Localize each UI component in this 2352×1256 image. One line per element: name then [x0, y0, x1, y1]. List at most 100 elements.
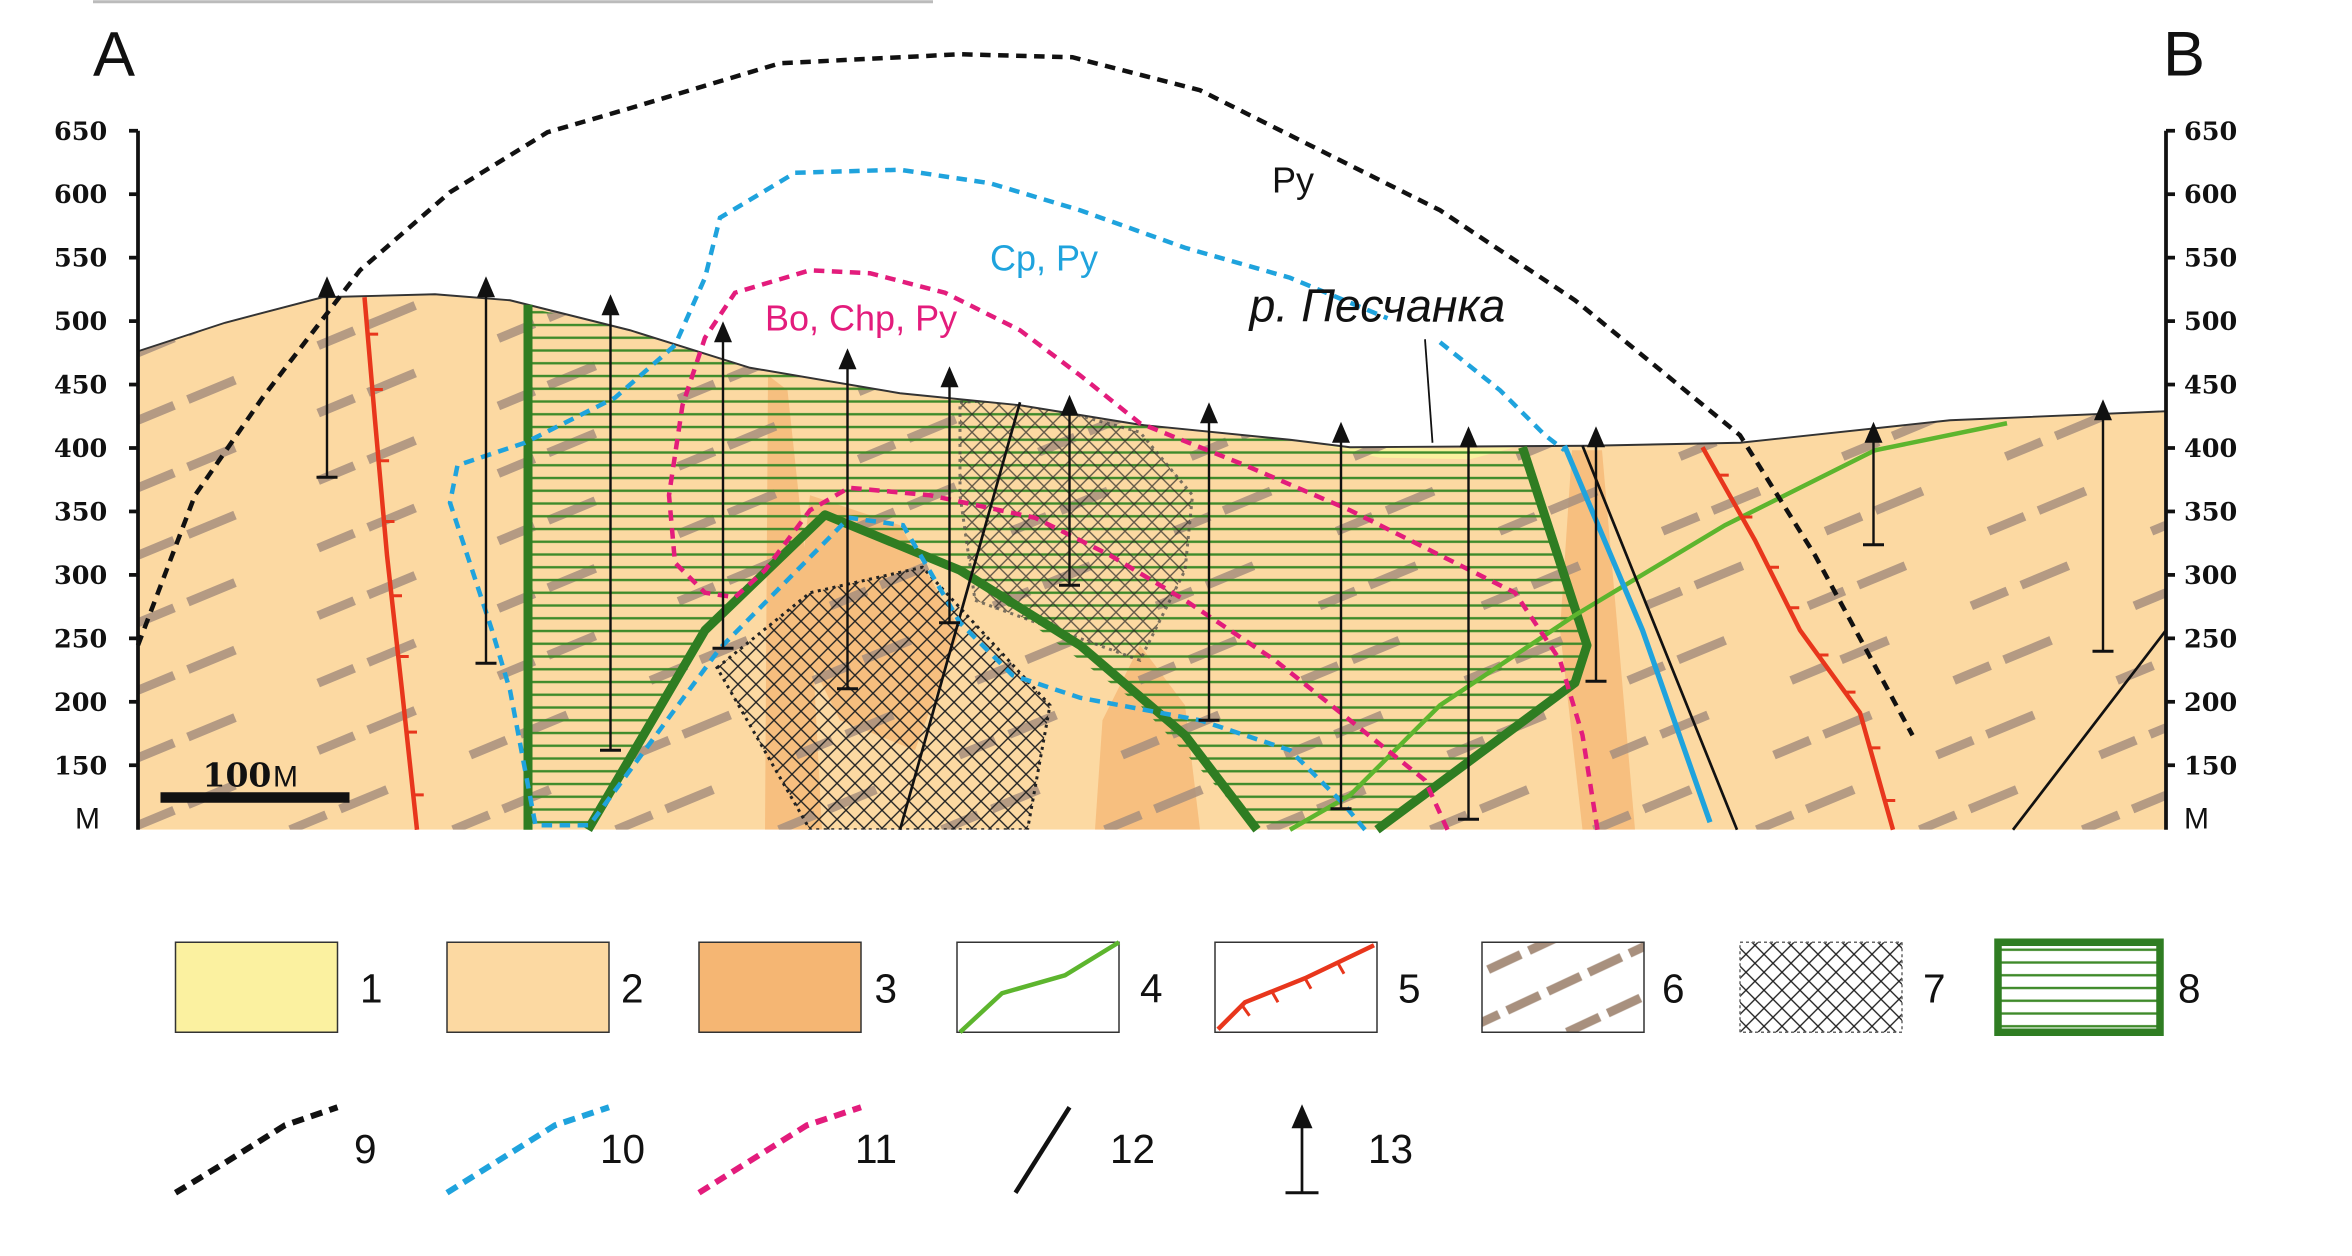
- borehole: [600, 294, 621, 752]
- stripe-band: [138, 294, 629, 492]
- borehole: [1863, 421, 1884, 547]
- legend-swatch-6: [1481, 941, 1645, 1033]
- thrust-faults: [362, 297, 1896, 831]
- axis-unit-right: М: [2184, 802, 2209, 835]
- thrust-fault-line: [362, 297, 420, 830]
- tick-label-right: 650: [2184, 117, 2237, 147]
- borehole-arrow-icon: [1864, 421, 1883, 443]
- tick-label-left: 500: [54, 307, 107, 337]
- legend-number: 1: [360, 965, 383, 1011]
- geology-body: [138, 294, 2166, 830]
- stripe-band: [1755, 656, 2166, 830]
- axis-unit-left: М: [75, 802, 100, 835]
- section-end-label: B: [2163, 19, 2205, 89]
- tick-label-right: 200: [2184, 688, 2237, 718]
- tick-label-left: 150: [54, 751, 107, 781]
- borehole: [1198, 402, 1220, 722]
- tick-label-right: 250: [2184, 624, 2237, 654]
- scale-bar-value: 100: [203, 755, 272, 794]
- boreholes: [316, 276, 2114, 821]
- legend-swatch-9: [173, 1104, 339, 1196]
- borehole-arrow-icon: [2094, 399, 2112, 421]
- legend-number: 9: [354, 1126, 377, 1172]
- tick-label-right: 550: [2184, 244, 2237, 274]
- borehole: [475, 276, 497, 665]
- borehole-arrow-icon: [1587, 426, 1605, 448]
- faults-12: [898, 401, 2168, 831]
- legend-swatch-1: [174, 941, 339, 1033]
- ground-surface: [137, 293, 2167, 449]
- borehole-arrow-icon: [1200, 402, 1218, 424]
- stripe-band: [1592, 588, 2166, 830]
- stripe-band: [138, 294, 466, 425]
- tick-label-left: 250: [54, 624, 107, 654]
- legend-swatch-3: [698, 941, 862, 1033]
- legend-swatch-7: [1739, 941, 1903, 1033]
- borehole: [1585, 426, 1607, 683]
- tick-label-right: 150: [2184, 751, 2237, 781]
- borehole: [2092, 399, 2114, 653]
- borehole: [837, 348, 858, 691]
- tick-label-right: 450: [2184, 371, 2237, 401]
- green-line: [1288, 421, 2008, 832]
- crosshatch-zone-lower: [715, 565, 1052, 830]
- borehole-arrow-icon: [940, 366, 959, 388]
- stripe-band: [2080, 791, 2166, 830]
- cp-contour: [447, 167, 1389, 832]
- stripe-band: [1266, 453, 2166, 830]
- borehole: [1330, 421, 1352, 811]
- borehole-arrow-icon: [601, 294, 620, 316]
- tick-label-left: 300: [54, 561, 107, 591]
- label-cp-py: Cp, Py: [990, 237, 1098, 278]
- borehole: [316, 276, 338, 479]
- legend-number: 3: [875, 965, 898, 1011]
- legend-number: 4: [1140, 965, 1163, 1011]
- tick-label-left: 450: [54, 371, 107, 401]
- legend-number: 10: [600, 1126, 645, 1172]
- tick-label-left: 650: [54, 117, 107, 147]
- tick-label-right: 300: [2184, 561, 2237, 591]
- legend-number: 12: [1110, 1126, 1155, 1172]
- legend-swatch-12: [1013, 1106, 1072, 1194]
- blue-solid-line: [1562, 444, 1713, 824]
- legend-number: 2: [621, 965, 644, 1011]
- borehole: [1059, 394, 1080, 587]
- crosshatch-zone-upper: [958, 397, 1195, 663]
- legend-swatch-5: [1214, 941, 1378, 1033]
- legend-number: 7: [1923, 965, 1946, 1011]
- legend-swatch-11: [697, 1104, 862, 1196]
- borehole-arrow-icon: [838, 348, 857, 370]
- tick-label-left: 350: [54, 497, 107, 527]
- bo-contour: [666, 267, 1600, 831]
- label-py: Py: [1272, 159, 1314, 200]
- scale-bar: [160, 792, 350, 803]
- borehole-arrow-icon: [477, 276, 495, 298]
- borehole-arrow-icon: [1459, 426, 1478, 448]
- borehole: [939, 366, 960, 625]
- legend-number: 6: [1662, 965, 1685, 1011]
- legend-swatch-8: [1994, 938, 2164, 1036]
- legend-swatch-4: [956, 940, 1121, 1034]
- legend-swatch-2: [446, 941, 610, 1033]
- borehole-arrow-icon: [1332, 421, 1350, 443]
- borehole-arrow-icon: [1060, 394, 1079, 416]
- legend-swatch-10: [445, 1104, 610, 1196]
- tick-label-left: 550: [54, 244, 107, 274]
- legend-swatch-13: [1285, 1104, 1319, 1195]
- tick-label-right: 600: [2184, 180, 2237, 210]
- legend-number: 5: [1398, 965, 1421, 1011]
- scale-bar-unit: М: [273, 760, 298, 793]
- legend-number: 8: [2178, 965, 2201, 1011]
- tick-label-left: 200: [54, 688, 107, 718]
- river-leader-line: [1424, 339, 1434, 443]
- ore-zone-outline: [523, 304, 1592, 834]
- borehole: [1458, 426, 1479, 821]
- tick-label-right: 500: [2184, 307, 2237, 337]
- label-river: р. Песчанка: [1248, 279, 1506, 331]
- tick-label-left: 400: [54, 434, 107, 464]
- legend-number: 11: [855, 1126, 897, 1172]
- tick-label-right: 400: [2184, 434, 2237, 464]
